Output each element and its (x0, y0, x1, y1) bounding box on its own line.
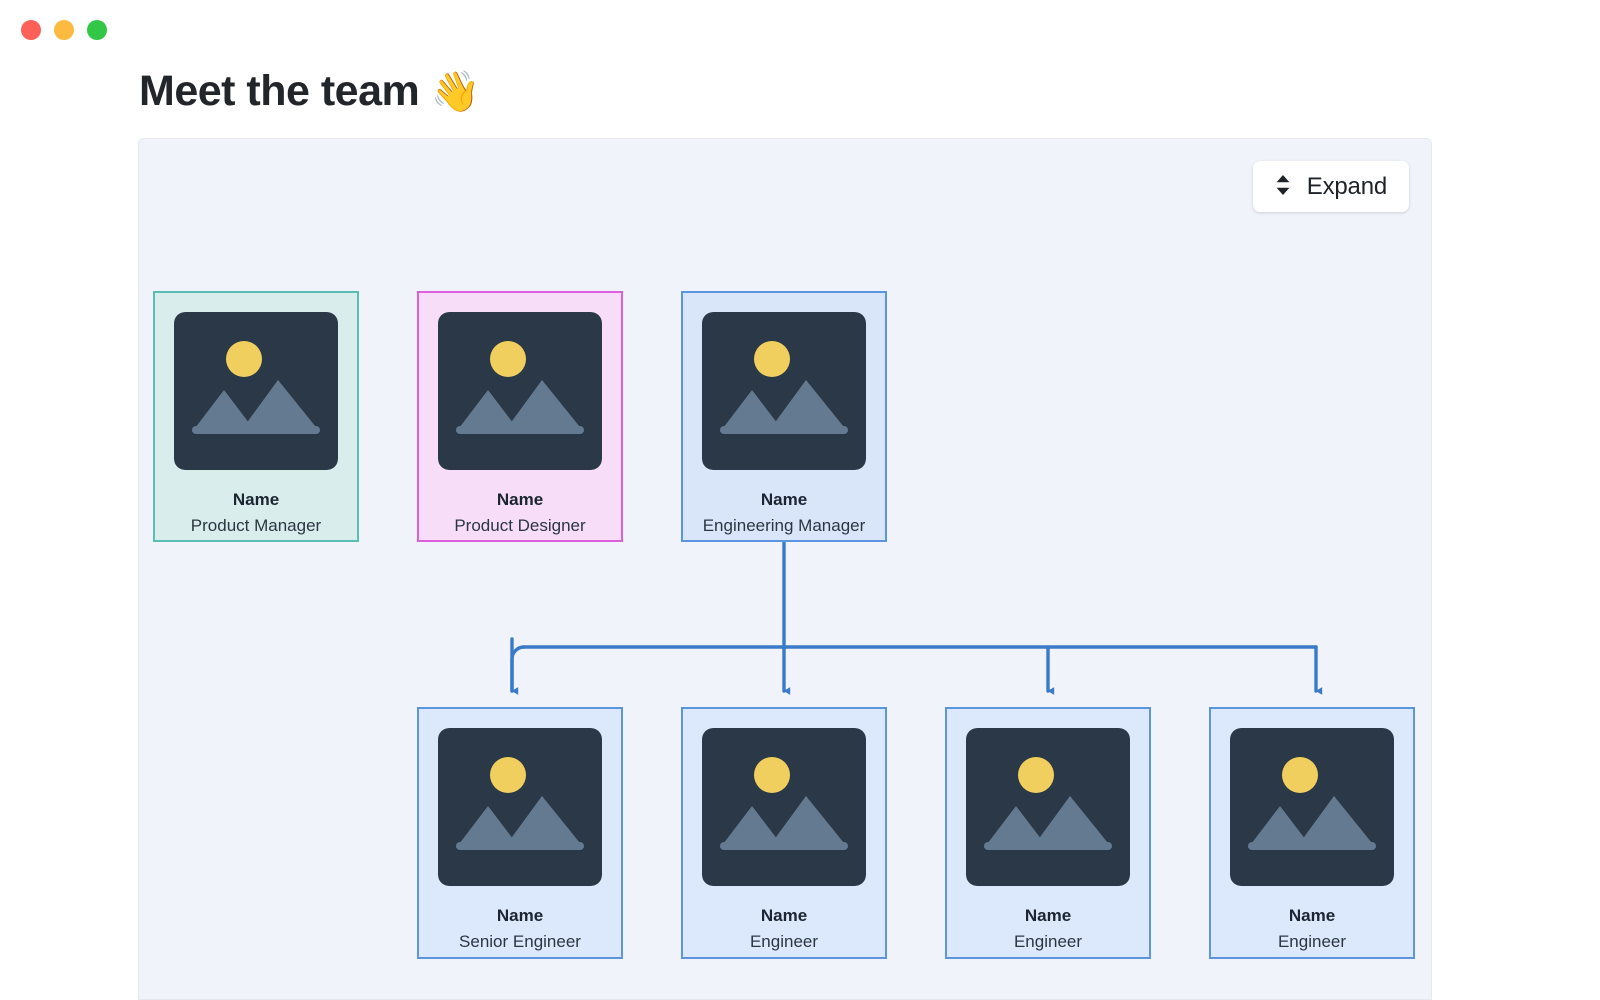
org-node-role: Engineering Manager (702, 516, 866, 535)
org-node-role: Engineer (1277, 932, 1347, 951)
maximize-window-button[interactable] (87, 20, 107, 40)
image-placeholder-icon (174, 312, 338, 470)
image-placeholder-icon (966, 728, 1130, 886)
org-node-name: Name (1288, 906, 1336, 925)
image-placeholder-icon (702, 312, 866, 470)
image-placeholder-icon (702, 728, 866, 886)
expand-button-label: Expand (1306, 172, 1387, 200)
org-node-role: Engineer (749, 932, 819, 951)
org-node-role: Senior Engineer (459, 932, 581, 951)
org-node-role: Product Manager (190, 516, 322, 535)
org-node-name: Name (760, 490, 808, 509)
org-node-role: Engineer (1013, 932, 1083, 951)
page-title-text: Meet the team (139, 67, 420, 115)
image-placeholder-icon (438, 728, 602, 886)
waving-hand-icon: 👋 (430, 70, 481, 114)
expand-button[interactable]: Expand (1252, 161, 1409, 212)
org-node-name: Name (1024, 906, 1072, 925)
page-title: Meet the team 👋 (139, 67, 481, 115)
close-window-button[interactable] (21, 20, 41, 40)
org-node-name: Name (760, 906, 808, 925)
org-node-role: Product Designer (454, 516, 586, 535)
image-placeholder-icon (438, 312, 602, 470)
image-placeholder-icon (1230, 728, 1394, 886)
chevron-up-down-icon (1270, 171, 1296, 202)
org-node-name: Name (496, 906, 544, 925)
minimize-window-button[interactable] (54, 20, 74, 40)
window-title-bar (0, 0, 1600, 60)
org-node-name: Name (232, 490, 280, 509)
org-node-name: Name (496, 490, 544, 509)
